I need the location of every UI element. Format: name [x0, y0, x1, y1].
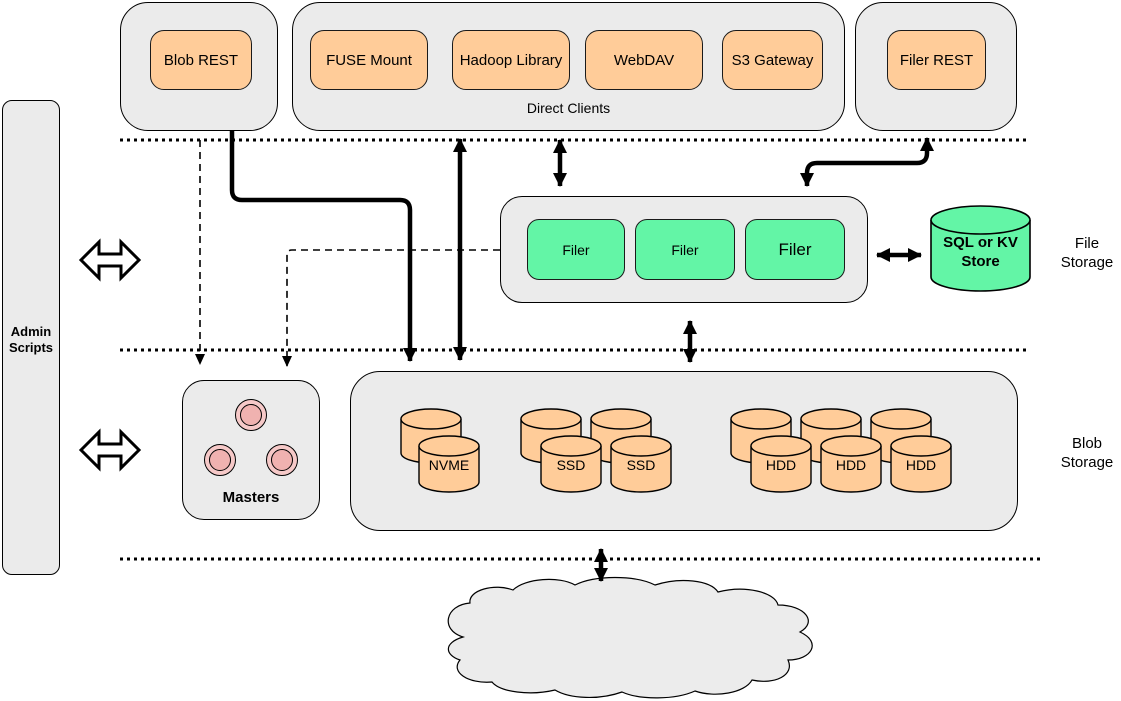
blob-storage-section-label: Blob Storage — [1060, 435, 1114, 471]
hdd-label-1: HDD — [765, 457, 797, 473]
blob-rest-node: Blob REST — [150, 30, 252, 90]
fuse-mount-node: FUSE Mount — [310, 30, 428, 90]
sql-kv-store-label: SQL or KV Store — [943, 234, 1018, 270]
nvme-label: NVME — [428, 457, 470, 473]
cloud-tier-label: Cloud Tier — [591, 631, 665, 649]
nvme-cylinder-front — [418, 435, 480, 498]
filer-node-3: Filer — [745, 219, 845, 280]
masters-label: Masters — [222, 488, 280, 506]
admin-file-storage-double-arrow — [78, 238, 142, 282]
dashed-arrow-filer-group-to-masters — [282, 249, 500, 367]
admin-scripts-box — [2, 100, 60, 575]
master-node-1 — [235, 399, 267, 431]
webdav-node: WebDAV — [585, 30, 703, 90]
ssd-label-1: SSD — [556, 457, 586, 473]
admin-scripts-label: Admin Scripts — [8, 323, 54, 355]
hdd-cylinder-front-1 — [750, 435, 812, 498]
hdd-cylinder-front-2 — [820, 435, 882, 498]
ssd-label-2: SSD — [626, 457, 656, 473]
arrow-blob-rest-to-blob-storage — [229, 131, 417, 362]
hdd-label-2: HDD — [835, 457, 867, 473]
sql-kv-store-cylinder — [930, 205, 1031, 297]
ssd-cylinder-front-1 — [540, 435, 602, 498]
s3-gateway-node: S3 Gateway — [722, 30, 823, 90]
ssd-cylinder-front-2 — [610, 435, 672, 498]
admin-blob-storage-double-arrow — [78, 428, 142, 472]
filer-rest-node: Filer REST — [887, 30, 986, 90]
hdd-label-3: HDD — [905, 457, 937, 473]
filer-node-2: Filer — [635, 219, 735, 280]
master-node-3 — [266, 444, 298, 476]
file-storage-section-label: File Storage — [1060, 235, 1114, 271]
master-node-2 — [204, 444, 236, 476]
hdd-cylinder-front-3 — [890, 435, 952, 498]
arrow-filer-rest-to-filer-group — [800, 137, 934, 187]
direct-clients-label: Direct Clients — [526, 100, 611, 117]
hadoop-library-node: Hadoop Library — [452, 30, 570, 90]
filer-node-1: Filer — [527, 219, 625, 280]
